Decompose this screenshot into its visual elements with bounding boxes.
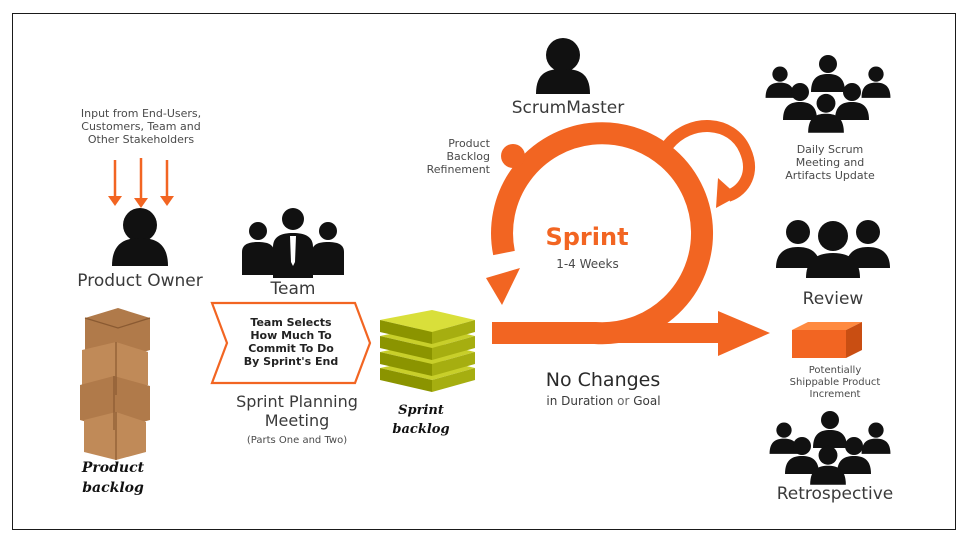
increment-label-line3: Increment [809, 388, 861, 400]
refinement-label-line3: Refinement [426, 162, 490, 176]
no-changes-title: No Changes [545, 369, 661, 391]
daily-scrum-label: Daily Scrum Meeting and Artifacts Update [770, 143, 890, 183]
review-icon [776, 220, 890, 278]
sprint-backlog-icon [380, 310, 475, 392]
refinement-label-line2: Backlog [446, 149, 490, 163]
increment-box-icon [792, 322, 862, 358]
daily-loop-arrowhead [716, 178, 738, 208]
refinement-label-line1: Product [448, 137, 490, 150]
team-selects-line2: How Much To [250, 328, 332, 342]
sprint-cycle [486, 120, 770, 356]
no-changes-sub-post: Goal [633, 394, 661, 408]
input-label-line3: Other Stakeholders [87, 132, 195, 146]
planning-label-line3: (Parts One and Two) [246, 434, 348, 446]
planning-label-line2: Meeting [264, 410, 330, 430]
sprint-backlog-label: Sprint backlog [386, 402, 456, 440]
team-icon [242, 208, 344, 278]
team-selects-line4: By Sprint's End [243, 354, 339, 368]
planning-label: Sprint Planning Meeting (Parts One and T… [212, 392, 382, 447]
increment-label-line1: Potentially [808, 365, 862, 376]
refinement-label: Product Backlog Refinement [410, 137, 490, 177]
flow-arrow-head [718, 311, 770, 356]
refinement-dot [501, 144, 525, 168]
product-backlog-label-line1: Product [81, 460, 145, 476]
sprint-cycle-arrowhead [486, 268, 520, 305]
input-arrowheads [108, 196, 174, 208]
product-backlog-label-line2: backlog [82, 480, 144, 497]
team-selects-banner [210, 301, 372, 385]
daily-scrum-label-line2: Meeting and [795, 155, 865, 169]
daily-scrum-label-line3: Artifacts Update [785, 168, 875, 182]
retrospective-label: Retrospective [776, 484, 894, 504]
team-selects-line3: Commit To Do [248, 341, 334, 355]
input-arrows [113, 158, 169, 200]
increment-label-line2: Shippable Product [789, 376, 881, 388]
product-owner-icon [112, 208, 168, 266]
product-backlog-label: Product backlog [68, 458, 158, 499]
sprint-backlog-label-line2: backlog [392, 421, 450, 437]
input-label-line1: Input from End-Users, [80, 107, 202, 120]
sprint-duration: 1-4 Weeks [556, 257, 619, 271]
product-backlog-icon [80, 308, 151, 460]
no-changes-sub-pre: in Duration [546, 394, 614, 408]
increment-label: Potentially Shippable Product Increment [770, 365, 900, 400]
scrummaster-label: ScrumMaster [511, 98, 625, 118]
review-label: Review [802, 289, 864, 309]
flow-arrow-shaft [590, 323, 720, 343]
input-label: Input from End-Users, Customers, Team an… [56, 107, 226, 147]
team-label: Team [270, 279, 316, 299]
retrospective-icon [769, 411, 891, 485]
input-label-line2: Customers, Team and [81, 119, 201, 133]
no-changes-sub-or: or [617, 394, 630, 408]
planning-label-line1: Sprint Planning [236, 392, 358, 411]
team-selects-line1: Team Selects [250, 316, 332, 329]
scrummaster-icon [536, 38, 590, 94]
product-owner-label: Product Owner [77, 271, 203, 291]
sprint-title: Sprint [545, 223, 629, 251]
daily-scrum-label-line1: Daily Scrum [796, 143, 864, 156]
daily-loop-arrow [663, 120, 755, 202]
no-changes-subtitle: in Duration or Goal [516, 394, 691, 408]
sprint-backlog-label-line1: Sprint [398, 403, 444, 418]
team-selects-label: Team Selects How Much To Commit To Do By… [225, 316, 357, 369]
daily-scrum-icon [765, 55, 891, 133]
